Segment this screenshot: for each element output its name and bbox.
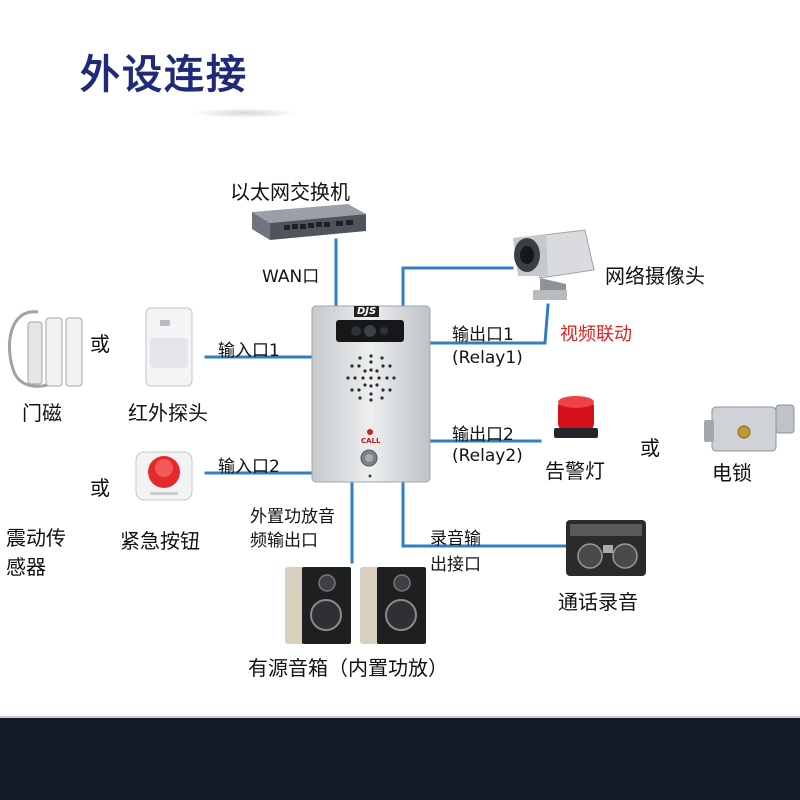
- or-lock-label: 或: [640, 436, 660, 460]
- call-label: CALL: [361, 437, 381, 445]
- network-camera-label: 网络摄像头: [605, 264, 705, 288]
- or-label-1: 或: [90, 332, 110, 356]
- recorder-icon: [566, 520, 646, 576]
- emergency-button-icon: [135, 451, 193, 501]
- alarm-light-icon: [554, 396, 598, 438]
- ethernet-switch-icon: [252, 204, 366, 240]
- electric-lock-label: 电锁: [712, 461, 752, 485]
- or-label-2: 或: [90, 476, 110, 500]
- speakers-label: 有源音箱（内置功放）: [248, 656, 448, 680]
- speaker-grille-icon: [346, 354, 396, 402]
- emergency-button-label: 紧急按钮: [120, 529, 200, 553]
- connector-lines: [204, 238, 568, 564]
- vibration-sensor-label-1: 震动传: [6, 526, 66, 550]
- output1-camera-connector: [430, 303, 550, 345]
- wan-port-label: WAN口: [262, 267, 320, 287]
- footer-divider: [0, 716, 800, 719]
- amp-out-label-1: 外置功放音: [250, 507, 335, 527]
- rec-out-connector: [401, 478, 568, 548]
- call-recording-label: 通话录音: [558, 590, 638, 614]
- intercom-device-icon: [311, 305, 431, 483]
- network-camera-icon: [513, 229, 595, 300]
- output2-label: 输出口2: [452, 425, 514, 445]
- device-brand: DJS: [354, 306, 380, 317]
- door-magnet-label: 门磁: [22, 401, 62, 425]
- footer-band: [0, 718, 800, 800]
- output1-label: 输出口1: [452, 325, 514, 345]
- door-magnet-icon: [7, 310, 83, 388]
- ethernet-switch-label: 以太网交换机: [230, 180, 350, 204]
- input1-label: 输入口1: [218, 341, 280, 361]
- title-underline-shadow: [190, 108, 300, 118]
- rec-out-label-2: 出接口: [430, 555, 481, 575]
- amp-out-label-2: 频输出口: [250, 531, 318, 551]
- speakers-icon: [285, 567, 426, 644]
- video-link-label: 视频联动: [560, 324, 632, 345]
- infrared-probe-icon: [145, 307, 193, 387]
- vibration-sensor-label-2: 感器: [6, 555, 46, 579]
- alarm-light-label: 告警灯: [545, 459, 605, 483]
- electric-lock-icon: [704, 404, 795, 452]
- input2-label: 输入口2: [218, 457, 280, 477]
- relay1-label: (Relay1): [452, 348, 523, 368]
- rec-out-label-1: 录音输: [430, 529, 481, 549]
- infrared-probe-label: 红外探头: [128, 401, 208, 425]
- camera-connector: [401, 266, 514, 307]
- relay2-label: (Relay2): [452, 446, 523, 466]
- page-title: 外设连接: [80, 52, 248, 98]
